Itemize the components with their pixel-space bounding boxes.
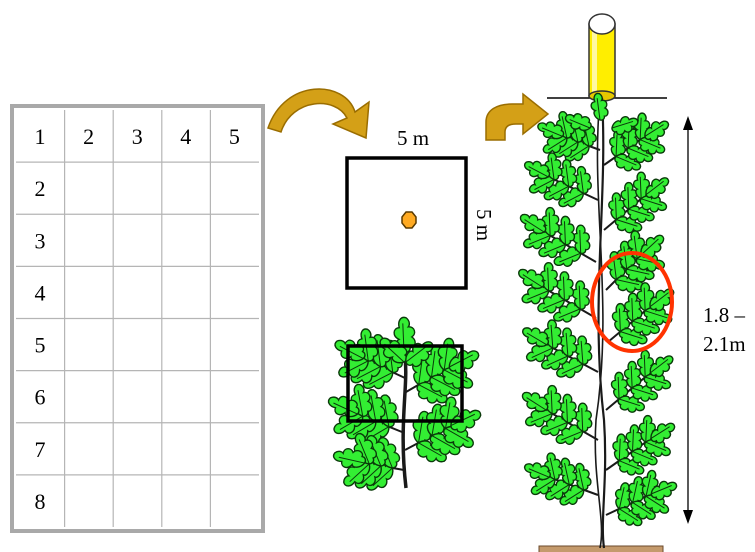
grid-header-cell: 2 bbox=[83, 124, 94, 149]
grid-row-label: 7 bbox=[35, 437, 46, 462]
grid-row-label: 2 bbox=[35, 176, 46, 201]
plant-foliage-icon bbox=[515, 92, 679, 548]
grid-header-cell: 5 bbox=[229, 124, 240, 149]
sampling-grid: 1 2 3 4 5 2 3 4 5 6 7 8 bbox=[12, 106, 263, 531]
grid-row-label: 4 bbox=[35, 280, 46, 305]
plant-with-trap bbox=[515, 14, 679, 552]
plot-square bbox=[347, 158, 466, 288]
grid-row-label: 8 bbox=[35, 489, 46, 514]
grid-header-cell: 1 bbox=[35, 124, 46, 149]
leaf-sample bbox=[325, 317, 484, 496]
plot-height-label: 5 m bbox=[472, 209, 496, 241]
arrow-to-plot bbox=[268, 89, 369, 138]
arrow-to-plant bbox=[486, 94, 548, 140]
grid-row-label: 6 bbox=[35, 385, 46, 410]
grid-header-cell: 4 bbox=[180, 124, 191, 149]
arrow-up-icon bbox=[683, 116, 693, 130]
grid-row-label: 5 bbox=[35, 333, 46, 358]
pheromone-trap-icon bbox=[589, 14, 615, 101]
plot-width-label: 5 m bbox=[397, 126, 429, 150]
height-dimension bbox=[683, 116, 693, 524]
trap-marker-icon bbox=[402, 212, 416, 228]
height-label-line2: 2.1m bbox=[703, 332, 746, 356]
grid-header-cell: 3 bbox=[132, 124, 143, 149]
arrow-down-icon bbox=[683, 510, 693, 524]
grid-row-label: 3 bbox=[35, 228, 46, 253]
height-label-line1: 1.8 – bbox=[703, 303, 746, 327]
